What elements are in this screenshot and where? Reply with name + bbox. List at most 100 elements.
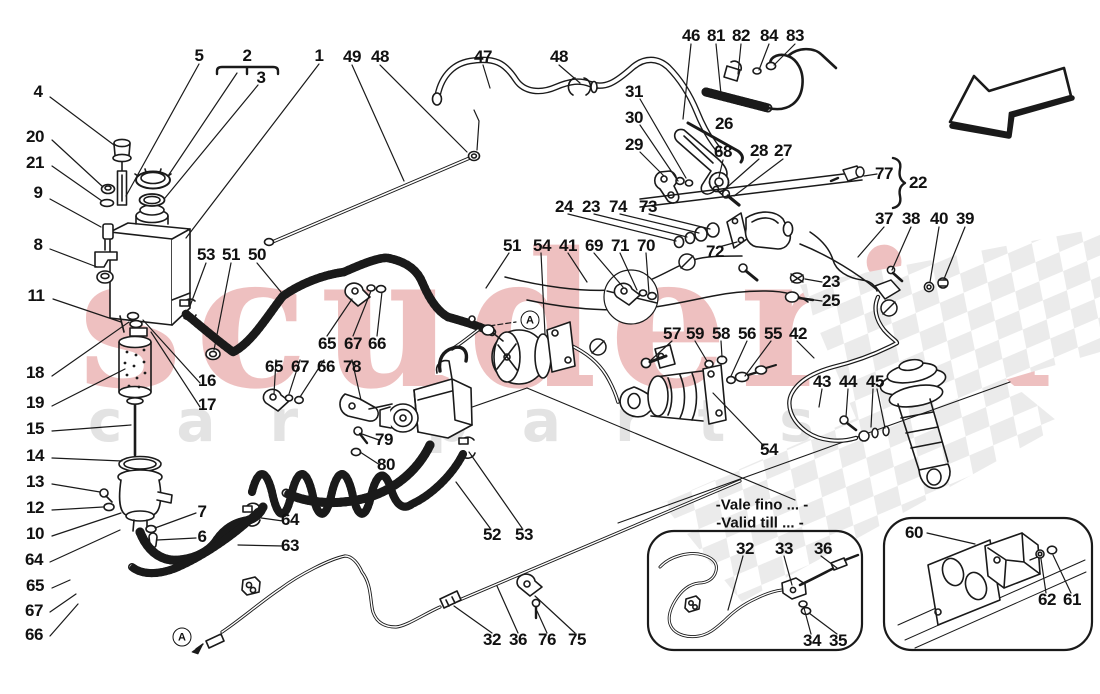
hydraulic-pump bbox=[262, 345, 473, 457]
part-callout-5: 5 bbox=[194, 46, 204, 65]
part-callout-49: 49 bbox=[343, 47, 361, 66]
part-callout-21: 21 bbox=[26, 153, 44, 172]
part-callout-62: 62 bbox=[1038, 590, 1056, 609]
part-callout-42: 42 bbox=[789, 324, 807, 343]
part-callout-60: 60 bbox=[905, 523, 923, 542]
part-callout-39: 39 bbox=[956, 209, 974, 228]
part-callout-11: 11 bbox=[27, 286, 45, 305]
part-callout-80: 80 bbox=[377, 455, 395, 474]
part-callout-58: 58 bbox=[712, 324, 730, 343]
part-callout-28: 28 bbox=[750, 141, 768, 160]
part-callout-40: 40 bbox=[930, 209, 948, 228]
part-callout-54: 54 bbox=[760, 440, 778, 459]
part-callout-23: 23 bbox=[822, 272, 840, 291]
part-callout-65: 65 bbox=[265, 357, 283, 376]
detail-marker-A: A bbox=[520, 310, 540, 330]
part-callout-75: 75 bbox=[568, 630, 586, 649]
reservoir-assembly bbox=[94, 138, 191, 549]
part-callout-46: 46 bbox=[682, 26, 700, 45]
hydraulic-pipes bbox=[504, 156, 949, 443]
part-callout-69: 69 bbox=[585, 236, 603, 255]
part-callout-57: 57 bbox=[663, 324, 681, 343]
part-callout-6: 6 bbox=[197, 527, 207, 546]
suspension-strut bbox=[879, 358, 951, 490]
part-callout-14: 14 bbox=[26, 446, 44, 465]
part-callout-67: 67 bbox=[25, 601, 43, 620]
part-callout-32: 32 bbox=[483, 630, 501, 649]
part-callout-43: 43 bbox=[813, 372, 831, 391]
part-callout-26: 26 bbox=[715, 114, 733, 133]
part-callout-4: 4 bbox=[33, 82, 43, 101]
part-callout-18: 18 bbox=[26, 363, 44, 382]
inset-switch bbox=[882, 516, 1094, 652]
part-callout-63: 63 bbox=[281, 536, 299, 555]
part-callout-48: 48 bbox=[371, 47, 389, 66]
part-callout-74: 74 bbox=[609, 197, 627, 216]
direction-arrow-icon bbox=[948, 66, 1075, 139]
part-callout-45: 45 bbox=[866, 372, 884, 391]
part-callout-50: 50 bbox=[248, 245, 266, 264]
part-callout-9: 9 bbox=[33, 183, 43, 202]
part-callout-84: 84 bbox=[760, 26, 778, 45]
part-callout-66: 66 bbox=[368, 334, 386, 353]
part-callout-36: 36 bbox=[509, 630, 527, 649]
part-callout-82: 82 bbox=[732, 26, 750, 45]
part-callout-72: 72 bbox=[706, 242, 724, 261]
part-callout-68: 68 bbox=[714, 142, 732, 161]
part-callout-54: 54 bbox=[533, 236, 551, 255]
part-callout-78: 78 bbox=[343, 357, 361, 376]
part-callout-65: 65 bbox=[318, 334, 336, 353]
part-callout-65: 65 bbox=[26, 576, 44, 595]
inset-caption-italian: -Vale fino ... - bbox=[715, 496, 809, 514]
part-callout-67: 67 bbox=[344, 334, 362, 353]
accumulator-center bbox=[450, 315, 576, 385]
part-callout-13: 13 bbox=[26, 472, 44, 491]
part-callout-30: 30 bbox=[625, 108, 643, 127]
part-callout-56: 56 bbox=[738, 324, 756, 343]
bracket-2-3 bbox=[215, 65, 280, 76]
suction-hose bbox=[179, 253, 497, 361]
part-callout-64: 64 bbox=[281, 510, 299, 529]
part-callout-76: 76 bbox=[538, 630, 556, 649]
part-callout-35: 35 bbox=[829, 631, 847, 650]
part-callout-36: 36 bbox=[814, 539, 832, 558]
part-callout-59: 59 bbox=[686, 324, 704, 343]
part-callout-53: 53 bbox=[515, 525, 533, 544]
part-callout-31: 31 bbox=[625, 82, 643, 101]
detail-marker-A: A bbox=[172, 627, 192, 647]
part-callout-79: 79 bbox=[375, 430, 393, 449]
part-callout-66: 66 bbox=[25, 625, 43, 644]
part-callout-15: 15 bbox=[26, 419, 44, 438]
part-callout-64: 64 bbox=[25, 550, 43, 569]
part-callout-44: 44 bbox=[839, 372, 857, 391]
part-callout-51: 51 bbox=[222, 245, 240, 264]
control-valve bbox=[673, 211, 794, 282]
part-callout-71: 71 bbox=[611, 236, 629, 255]
speedo-cable bbox=[191, 479, 742, 655]
part-callout-70: 70 bbox=[637, 236, 655, 255]
part-callout-34: 34 bbox=[803, 631, 821, 650]
part-callout-25: 25 bbox=[822, 291, 840, 310]
part-callout-17: 17 bbox=[198, 395, 216, 414]
part-callout-47: 47 bbox=[474, 47, 492, 66]
part-callout-38: 38 bbox=[902, 209, 920, 228]
part-callout-19: 19 bbox=[26, 393, 44, 412]
part-callout-8: 8 bbox=[33, 235, 43, 254]
level-control-lever bbox=[653, 121, 744, 207]
part-callout-37: 37 bbox=[875, 209, 893, 228]
part-callout-10: 10 bbox=[26, 524, 44, 543]
part-callout-22: 22 bbox=[909, 173, 927, 192]
part-callout-32: 32 bbox=[736, 539, 754, 558]
part-callout-77: 77 bbox=[875, 164, 893, 183]
inset-valid-till bbox=[646, 529, 864, 652]
part-callout-24: 24 bbox=[555, 197, 573, 216]
checkered-flag-watermark bbox=[662, 228, 1100, 602]
part-callout-29: 29 bbox=[625, 135, 643, 154]
part-callout-16: 16 bbox=[198, 371, 216, 390]
part-callout-7: 7 bbox=[197, 502, 207, 521]
part-callout-33: 33 bbox=[775, 539, 793, 558]
part-callout-1: 1 bbox=[314, 46, 324, 65]
leader-lines bbox=[49, 43, 1072, 637]
